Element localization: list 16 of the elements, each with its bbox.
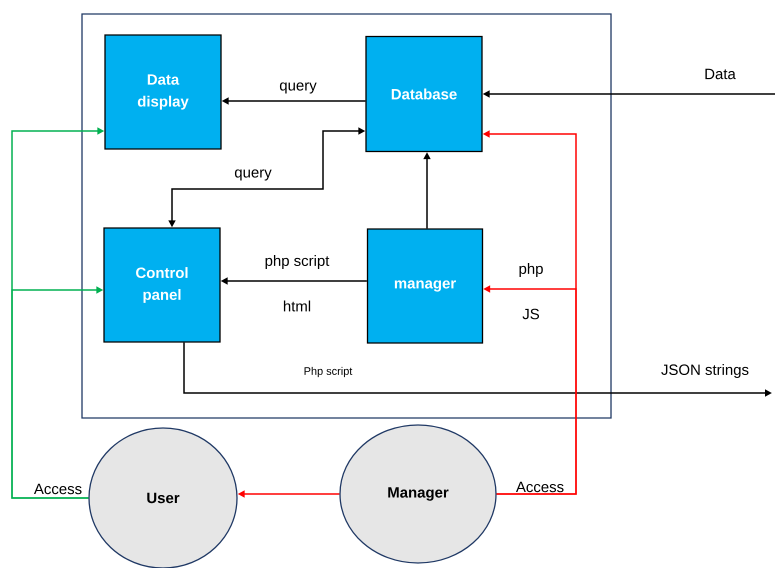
- text-label: Access: [34, 484, 82, 494]
- edge-label: JSON strings: [661, 364, 748, 378]
- edge-label: query: [234, 169, 272, 181]
- text-label: html: [284, 300, 310, 312]
- text-label: Php script: [304, 366, 352, 378]
- edge-label: php script: [266, 255, 330, 269]
- text-label: JS: [522, 308, 540, 320]
- text-label: Access: [516, 482, 564, 492]
- system-frame: [81, 13, 612, 419]
- process-box: Database: [365, 36, 483, 152]
- edge-label: Data: [705, 68, 736, 80]
- edge-label: php: [520, 263, 543, 277]
- process-box: Data display: [104, 34, 222, 150]
- process-box: Control panel: [103, 227, 221, 343]
- edge-label: query: [280, 82, 317, 94]
- process-box: manager: [366, 228, 484, 344]
